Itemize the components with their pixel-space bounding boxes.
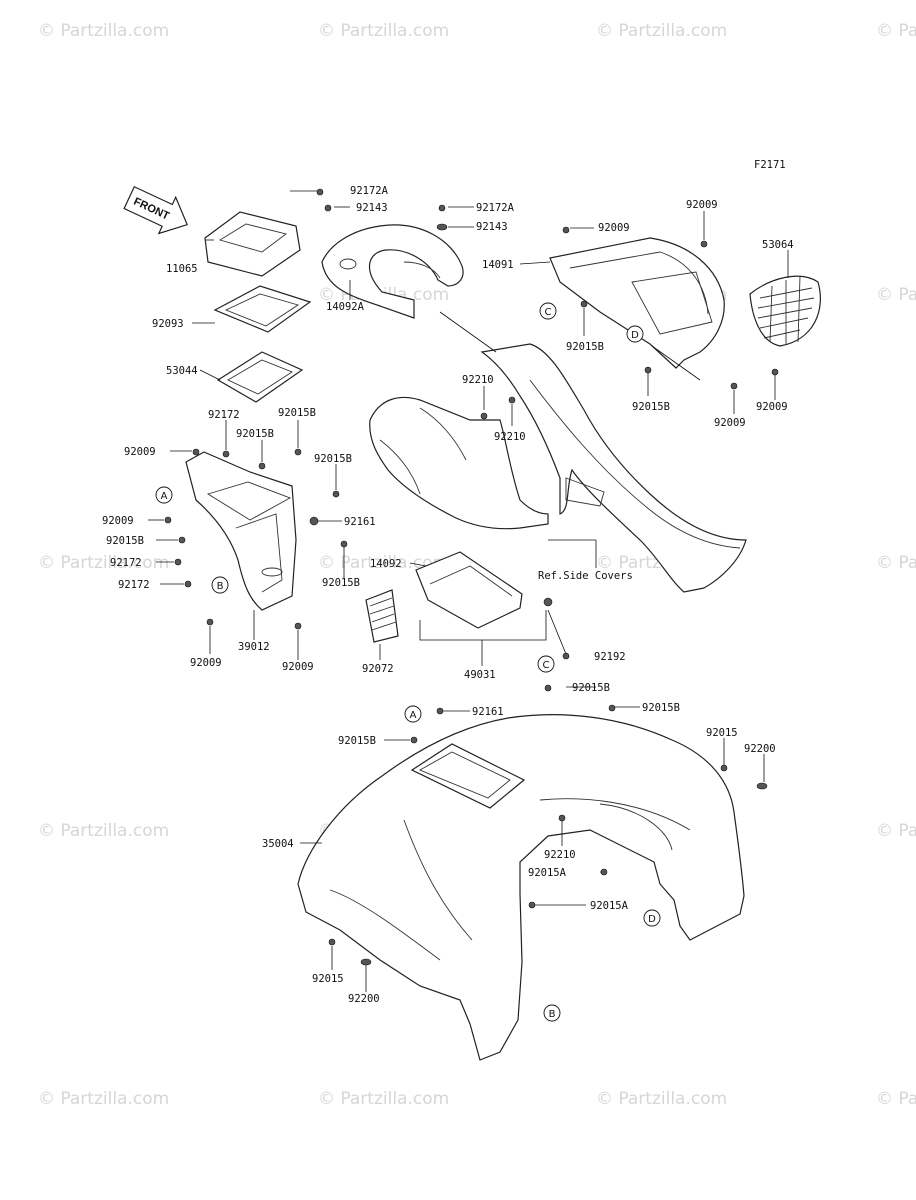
front-arrow: FRONT [123,185,188,235]
part-label: 92172A [476,202,515,214]
ref-letter: D [631,330,639,341]
gasket-92093 [213,285,312,333]
watermark: © Partzilla.com [876,21,916,41]
part-label: 53044 [166,365,198,377]
cover-14092A [321,224,464,319]
part-label: 92015B [322,577,360,589]
part-label: 92172 [208,409,240,421]
part-label: 92143 [356,202,388,214]
part-label: 92093 [152,318,184,330]
gasket-53044 [216,351,304,403]
fasteners [164,188,779,966]
part-label: 92210 [462,374,494,386]
watermark: © Partzilla.com [318,553,449,573]
part-label: 92015B [314,453,352,465]
part-label: 92200 [744,743,776,755]
ref-letter: A [410,710,417,721]
part-label: 92015B [572,682,610,694]
part-label: 92015B [278,407,316,419]
part-label: 92009 [756,401,788,413]
box-39012 [185,451,297,611]
ref-letter: A [161,491,168,502]
part-label: 53064 [762,239,794,251]
ref-circle [404,705,422,723]
part-label: 92161 [344,516,376,528]
part-label: 92015B [642,702,680,714]
watermark: © Partzilla.com [318,21,449,41]
part-label: 92015 [312,973,344,985]
part-label: 92161 [472,706,504,718]
part-label: 92143 [476,221,508,233]
part-label: 92210 [544,849,576,861]
part-label: 92015B [566,341,604,353]
part-label: 14092 [370,558,402,570]
pad-92072 [365,589,399,643]
part-label: 11065 [166,263,198,275]
part-label: 92015A [590,900,629,912]
part-label: 92009 [282,661,314,673]
part-label: 92015B [338,735,376,747]
figure-code: F2171 [754,159,786,171]
ref-side-covers-label: Ref.Side Covers [538,570,633,582]
watermark: © Partzilla.com [38,21,169,41]
part-label: 92072 [362,663,394,675]
part-label: 92192 [594,651,626,663]
part-labels: 92172A 92143 92172A 92143 92009 92009 53… [102,185,794,1005]
watermark: © Partzilla.com [38,553,169,573]
ref-letter: B [549,1009,556,1020]
part-label: 92009 [102,515,134,527]
part-label: 92172 [118,579,150,591]
part-label: 14091 [482,259,514,271]
part-label: 92015 [706,727,738,739]
ref-circle [537,655,555,673]
ref-circle [643,909,661,927]
watermark: © Partzilla.com [876,1089,916,1109]
watermark: © Partzilla.com [596,21,727,41]
part-label: 92172A [350,185,389,197]
part-label: 39012 [238,641,270,653]
side-cover-ref [369,343,747,593]
ref-circle [626,325,644,343]
part-label: 14092A [326,301,365,313]
part-label: 92009 [598,222,630,234]
part-label: 92009 [190,657,222,669]
ref-circle [543,1004,561,1022]
ref-letter: B [217,581,224,592]
part-label: 92015B [632,401,670,413]
watermark: © Partzilla.com [876,821,916,841]
fender-35004 [297,714,745,1061]
ref-circle [539,302,557,320]
ref-letter: C [545,307,552,318]
part-label: 92200 [348,993,380,1005]
part-label: 92210 [494,431,526,443]
part-label: 92009 [124,446,156,458]
ref-circle [155,486,173,504]
part-label: 92009 [714,417,746,429]
tray-11065 [204,211,301,277]
part-label: 92015A [528,867,567,879]
ref-circle [211,576,229,594]
watermark: © Partzilla.com [876,553,916,573]
part-label: 49031 [464,669,496,681]
cover-14091 [549,237,725,369]
watermark: © Partzilla.com [38,821,169,841]
part-label: 92015B [106,535,144,547]
watermark: © Partzilla.com [318,1089,449,1109]
lid-14092 [415,551,523,629]
watermark: © Partzilla.com [38,1089,169,1109]
watermark: © Partzilla.com [596,1089,727,1109]
grille-53064 [749,275,821,347]
ref-letter: D [648,914,656,925]
part-label: 92009 [686,199,718,211]
part-label: 92172 [110,557,142,569]
part-label: 35004 [262,838,294,850]
watermark: © Partzilla.com [876,285,916,305]
reference-markers: C D A B C A D B [155,302,661,1022]
leader-lines [148,190,789,992]
part-label: 92015B [236,428,274,440]
ref-letter: C [543,660,550,671]
